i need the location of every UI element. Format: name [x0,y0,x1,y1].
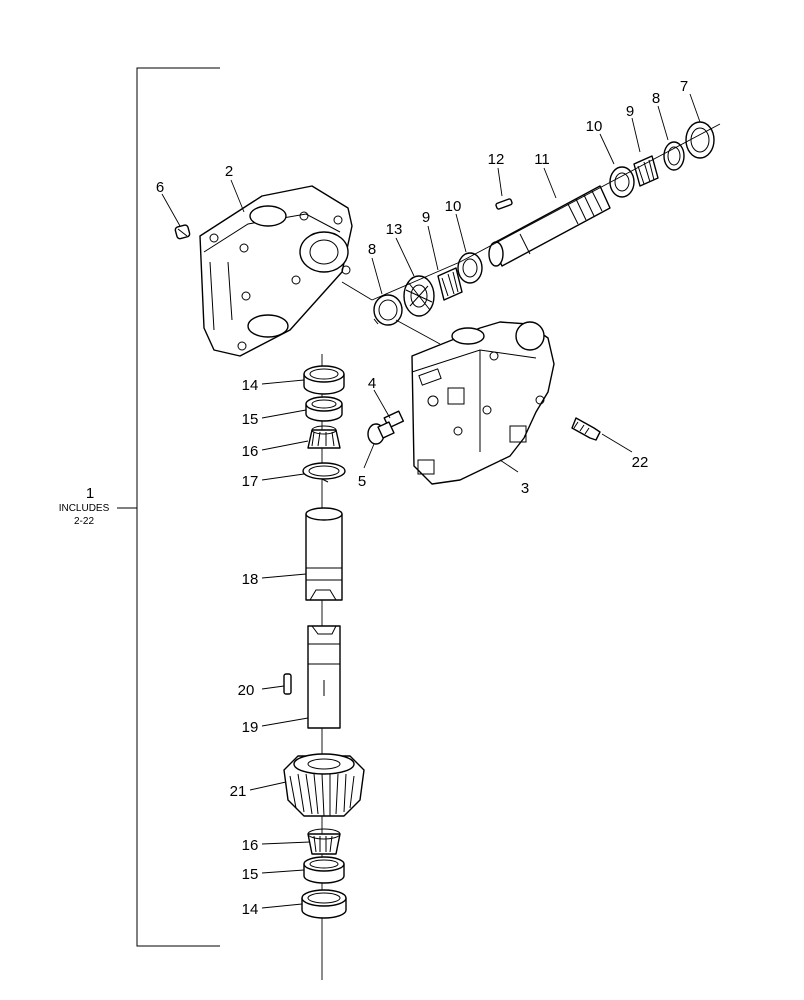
assembly-number: 1 [86,485,94,502]
part-5-washer [367,421,395,445]
callout-7: 7 [680,78,688,95]
part-13-bevel-gear [403,275,435,317]
part-16-bearing-cone-bottom [307,828,341,855]
part-16-bearing-cone-top [307,425,341,449]
part-8-snap-ring-right [663,141,685,171]
callout-14-top: 14 [242,377,259,394]
part-9-bearing-cone-left [437,267,463,301]
part-14-bearing-cup-bottom [301,889,347,919]
callout-10-right: 10 [586,118,603,135]
callout-20: 20 [238,682,255,699]
callout-19: 19 [242,719,259,736]
part-11-shaft [488,185,611,267]
callout-15-top: 15 [242,411,259,428]
part-22-bolt [571,417,601,441]
callout-14-bottom: 14 [242,901,259,918]
callout-5: 5 [358,473,366,490]
part-9-bearing-cone-right [633,155,659,187]
part-10-bearing-cup-left [457,252,483,284]
callout-13: 13 [386,221,403,238]
callout-3: 3 [521,480,529,497]
callout-9-left: 9 [422,209,430,226]
callout-8-right: 8 [652,90,660,107]
part-18-upper-shaft [305,507,343,601]
callout-2: 2 [225,163,233,180]
leader-lines [161,93,701,909]
part-20-key [283,673,292,695]
assembly-includes-label: INCLUDES [59,503,110,514]
part-12-key [495,198,513,210]
part-14-bearing-cup-top [303,365,345,395]
part-2-housing-cover [199,185,353,357]
callout-4: 4 [368,375,376,392]
part-15-bearing-race-top [305,396,343,422]
part-17-snap-ring [302,462,346,483]
callout-9-right: 9 [626,103,634,120]
callout-22: 22 [632,454,649,471]
assembly-includes-range: 2-22 [74,516,94,527]
callout-16-top: 16 [242,443,259,460]
callout-17: 17 [242,473,259,490]
callout-18: 18 [242,571,259,588]
callout-8-left: 8 [368,241,376,258]
callout-11: 11 [534,151,550,168]
part-15-bearing-race-bottom [303,856,345,884]
callout-10-left: 10 [445,198,462,215]
part-6-set-screw [174,224,191,240]
callout-21: 21 [230,783,247,800]
part-19-lower-shaft [307,625,341,729]
assembly-bracket [117,67,220,947]
part-3-gear-housing [411,321,555,485]
callout-6: 6 [156,179,164,196]
callout-15-bottom: 15 [242,866,259,883]
part-21-bevel-gear [283,753,365,817]
callout-12: 12 [488,151,505,168]
callout-16-bottom: 16 [242,837,259,854]
part-8-snap-ring-left [373,294,403,326]
